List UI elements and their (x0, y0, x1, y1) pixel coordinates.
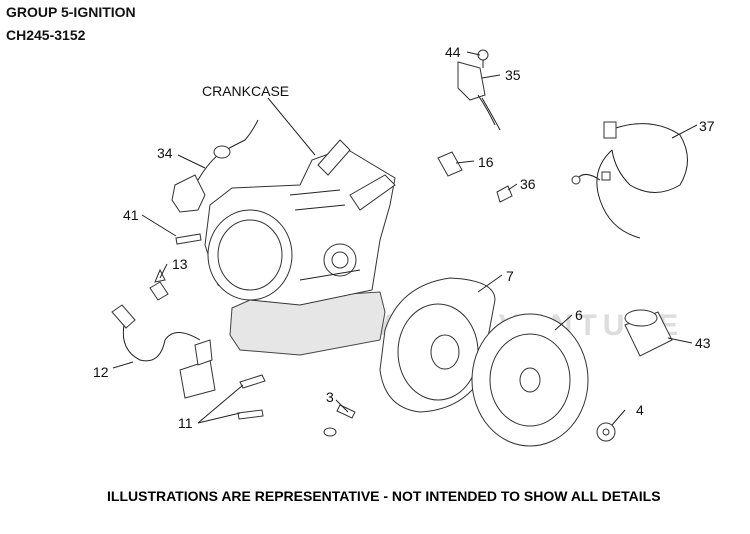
group-title: GROUP 5-IGNITION (6, 4, 136, 20)
callout-3: 3 (326, 389, 334, 405)
bolt-41-part (175, 233, 202, 245)
callout-34: 34 (157, 145, 173, 161)
disclaimer-footer: ILLUSTRATIONS ARE REPRESENTATIVE - NOT I… (107, 488, 661, 504)
callout-44: 44 (445, 44, 461, 60)
kill-switch-part (457, 61, 501, 131)
flywheel-part (379, 277, 496, 413)
starter-cup-part (624, 309, 673, 357)
model-number: CH245-3152 (6, 27, 86, 43)
callout-16: 16 (478, 154, 494, 170)
callout-43: 43 (695, 335, 711, 351)
crankcase-part (204, 139, 396, 356)
screw-3-part (323, 404, 356, 437)
callout-36: 36 (520, 176, 536, 192)
screw-44-part (477, 49, 489, 68)
callout-35: 35 (505, 67, 521, 83)
callout-11: 11 (178, 415, 193, 431)
ignition-coil-part (171, 119, 259, 213)
flywheel-nut-part (596, 422, 616, 442)
callout-7: 7 (506, 268, 514, 284)
spark-plug-wire-part (111, 304, 216, 399)
clip-16-part (437, 151, 463, 177)
callout-41: 41 (123, 207, 139, 223)
wire-harness-part (571, 121, 688, 239)
callout-12: 12 (93, 364, 109, 380)
callout-37: 37 (699, 118, 715, 134)
bolts-11-part (237, 374, 266, 420)
spark-plug-part (149, 268, 169, 301)
callout-6: 6 (575, 307, 583, 323)
leader-lines (112, 51, 698, 426)
fan-part (471, 313, 589, 447)
crankcase-label: CRANKCASE (202, 83, 289, 99)
callout-4: 4 (636, 402, 644, 418)
callout-13: 13 (172, 256, 188, 272)
